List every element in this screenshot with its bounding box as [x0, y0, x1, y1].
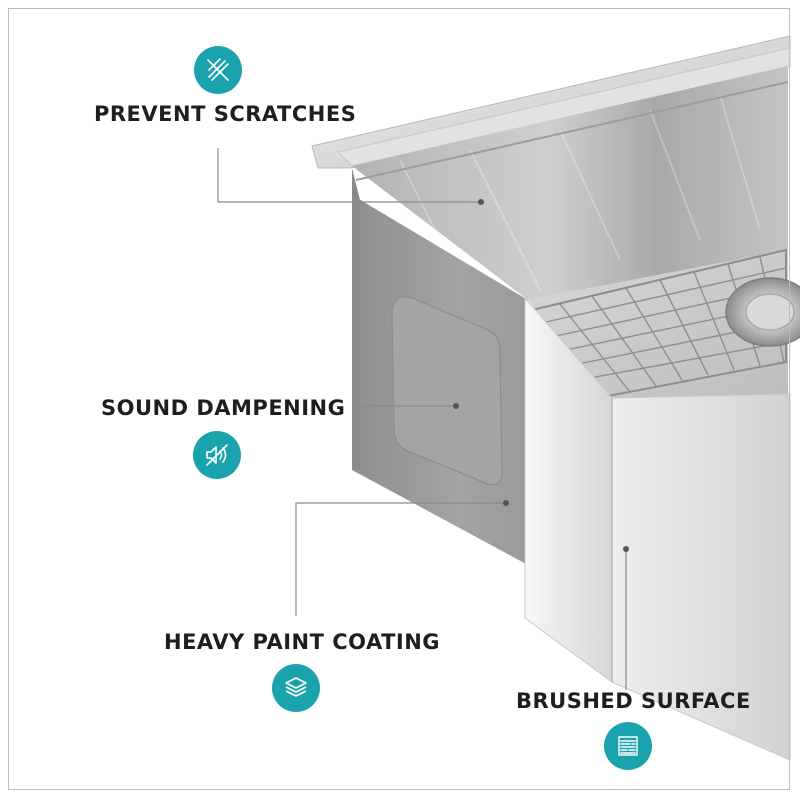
sink-floor: [528, 250, 788, 400]
sink-ledge-line: [355, 81, 789, 181]
prevent-scratches-badge: [194, 46, 242, 94]
sound-dampening-icon: [206, 444, 228, 466]
sink-back-wall: [352, 66, 788, 300]
sink-flange-inner-edge: [337, 47, 791, 167]
heavy-paint-coating-badge: [272, 664, 320, 712]
leader-lines: [217, 148, 627, 690]
sound-dampening-pad: [391, 296, 503, 486]
prevent-scratches-label: PREVENT SCRATCHES: [94, 102, 357, 126]
leader-prevent-scratches: [217, 148, 481, 203]
leader-dots: [453, 199, 629, 552]
heavy-paint-coating-label: HEAVY PAINT COATING: [164, 630, 441, 654]
sink-left-side-shadow: [352, 168, 360, 470]
brushed-surface-label: BRUSHED SURFACE: [516, 689, 751, 713]
no-scratch-icon: [207, 58, 229, 81]
sound-dampening-label: SOUND DAMPENING: [101, 396, 346, 420]
brushed-texture-icon: [618, 736, 638, 756]
layers-icon: [285, 677, 307, 697]
drain-center: [745, 293, 795, 331]
leader-heavy-paint-coating: [295, 502, 506, 616]
sound-dampening-badge: [193, 431, 241, 479]
brushed-surface-badge: [604, 722, 652, 770]
